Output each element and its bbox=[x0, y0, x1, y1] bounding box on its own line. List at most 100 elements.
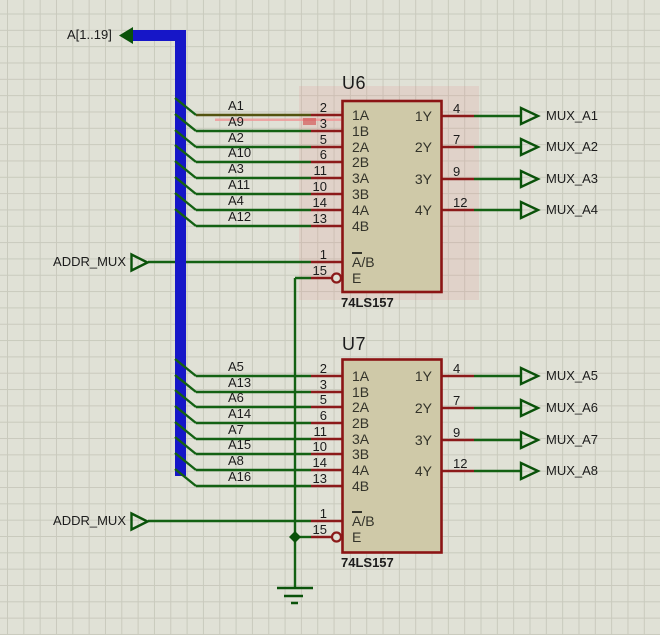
net-label[interactable]: A13 bbox=[228, 375, 252, 390]
u6-pin-name: 1B bbox=[352, 123, 370, 139]
u7-addr-mux-terminal-icon[interactable] bbox=[130, 511, 151, 532]
u7-pin-number: 4 bbox=[453, 361, 461, 376]
u6-pin-number: 9 bbox=[453, 164, 461, 179]
u7-pin-name: 1A bbox=[352, 368, 370, 384]
u6-pin-number: 10 bbox=[312, 179, 327, 194]
u7-pin-name: 4Y bbox=[414, 463, 432, 479]
u6-pin-name: 4Y bbox=[414, 202, 432, 218]
u6-pin-name: 3Y bbox=[414, 171, 432, 187]
u6-pin-number: 12 bbox=[453, 195, 468, 210]
bus-taps[interactable] bbox=[174, 97, 197, 487]
net-label[interactable]: MUX_A6 bbox=[546, 400, 599, 415]
u6-input-wires[interactable] bbox=[196, 129, 311, 228]
bus-entry-arrow-icon bbox=[119, 27, 133, 44]
u6-pin-name: 4B bbox=[352, 218, 370, 234]
net-label[interactable]: A2 bbox=[228, 130, 244, 145]
u6-pin-number: 13 bbox=[312, 211, 327, 226]
net-label[interactable]: MUX_A2 bbox=[546, 139, 599, 154]
u7-output-wires[interactable] bbox=[474, 374, 521, 473]
u7-pin-name: 1B bbox=[352, 384, 370, 400]
net-label[interactable]: A4 bbox=[228, 193, 244, 208]
pin-stubs bbox=[311, 113, 474, 539]
u6-pin-name: 4A bbox=[352, 202, 370, 218]
u6-addr-mux-terminal-icon[interactable] bbox=[130, 252, 151, 273]
u7-pin-number: 13 bbox=[312, 471, 327, 486]
overline-bar bbox=[352, 252, 362, 254]
u6-pin-name: 2B bbox=[352, 154, 370, 170]
u7-pin-name: 3A bbox=[352, 431, 370, 447]
u6-pin-name: 2A bbox=[352, 139, 370, 155]
net-label[interactable]: A11 bbox=[228, 177, 251, 192]
bus-net-label[interactable]: A[1..19] bbox=[67, 27, 112, 42]
u7-pin-number: 9 bbox=[453, 425, 461, 440]
u6-pin-number: 14 bbox=[312, 195, 327, 210]
net-label[interactable]: A8 bbox=[228, 453, 244, 468]
u7-pin-name: 4B bbox=[352, 478, 370, 494]
u6-reference[interactable]: U6 bbox=[342, 73, 367, 93]
u7-pin-number: 7 bbox=[453, 393, 461, 408]
u7-pin-name: 3B bbox=[352, 446, 370, 462]
address-bus[interactable] bbox=[119, 27, 186, 476]
u7-addr-mux-label[interactable]: ADDR_MUX bbox=[53, 513, 126, 528]
u6-pin-name-enable: E bbox=[352, 270, 362, 286]
u6-pin-number: 15 bbox=[312, 263, 327, 278]
net-label[interactable]: A10 bbox=[228, 145, 252, 160]
net-label[interactable]: A15 bbox=[228, 437, 252, 452]
overline-bar bbox=[352, 511, 362, 513]
net-label[interactable]: MUX_A4 bbox=[546, 202, 599, 217]
u6-pin-number: 6 bbox=[319, 147, 327, 162]
u6-pin-number: 4 bbox=[453, 101, 461, 116]
u7-pin-name: 2B bbox=[352, 415, 370, 431]
u7-pin-number: 3 bbox=[319, 377, 327, 392]
u7-pin-name: 2A bbox=[352, 399, 370, 415]
u6-pin-name: 3B bbox=[352, 186, 370, 202]
net-label[interactable]: A12 bbox=[228, 209, 252, 224]
u6-part-number[interactable]: 74LS157 bbox=[341, 295, 394, 310]
u7-pin-name: 2Y bbox=[414, 400, 432, 416]
u6-pin-name: 2Y bbox=[414, 139, 432, 155]
u7-pin-number: 10 bbox=[312, 439, 327, 454]
net-label[interactable]: MUX_A1 bbox=[546, 108, 599, 123]
net-label[interactable]: A3 bbox=[228, 161, 244, 176]
u7-pin-name: 4A bbox=[352, 462, 370, 478]
net-label[interactable]: A14 bbox=[228, 406, 252, 421]
u7-pin-number: 1 bbox=[319, 506, 327, 521]
u7-input-wires[interactable] bbox=[196, 374, 311, 488]
u7-enable-bubble-icon bbox=[330, 531, 343, 543]
u7-pin-number: 2 bbox=[319, 361, 327, 376]
u6-pin-number: 3 bbox=[319, 116, 327, 131]
net-label[interactable]: MUX_A8 bbox=[546, 463, 599, 478]
u7-reference[interactable]: U7 bbox=[342, 334, 367, 354]
u6-pin-name: 3A bbox=[352, 170, 370, 186]
net-label[interactable]: MUX_A5 bbox=[546, 368, 599, 383]
u7-pin-number: 14 bbox=[312, 455, 327, 470]
ground-symbol-icon[interactable] bbox=[277, 586, 313, 605]
net-label[interactable]: A1 bbox=[228, 98, 244, 113]
u6-pin-name: 1A bbox=[352, 107, 370, 123]
u6-output-wires[interactable] bbox=[474, 114, 521, 212]
u7-pin-name: 1Y bbox=[414, 368, 432, 384]
u7-part-number[interactable]: 74LS157 bbox=[341, 555, 394, 570]
u7-pin-number: 5 bbox=[319, 392, 327, 407]
u7-pin-name-ab-select: A/B bbox=[352, 513, 375, 529]
u6-pin-name: 1Y bbox=[414, 108, 432, 124]
net-label[interactable]: A16 bbox=[228, 469, 252, 484]
net-label[interactable]: A7 bbox=[228, 422, 244, 437]
net-label[interactable]: A9 bbox=[228, 114, 244, 129]
u6-pin-number: 1 bbox=[319, 247, 327, 262]
wire-junction-dot bbox=[289, 531, 301, 543]
u6-pin-number: 5 bbox=[319, 132, 327, 147]
net-label[interactable]: A5 bbox=[228, 359, 244, 374]
u6-chip-body[interactable] bbox=[341, 99, 443, 294]
output-terminals[interactable] bbox=[519, 106, 541, 481]
u6-pin-number: 11 bbox=[313, 163, 328, 178]
u7-pin-number: 15 bbox=[312, 522, 327, 537]
u6-addr-mux-label[interactable]: ADDR_MUX bbox=[53, 254, 126, 269]
net-label[interactable]: A6 bbox=[228, 390, 244, 405]
u7-chip-body[interactable] bbox=[341, 358, 443, 554]
u7-pin-number: 11 bbox=[313, 424, 328, 439]
net-label[interactable]: MUX_A3 bbox=[546, 171, 599, 186]
net-label[interactable]: MUX_A7 bbox=[546, 432, 599, 447]
